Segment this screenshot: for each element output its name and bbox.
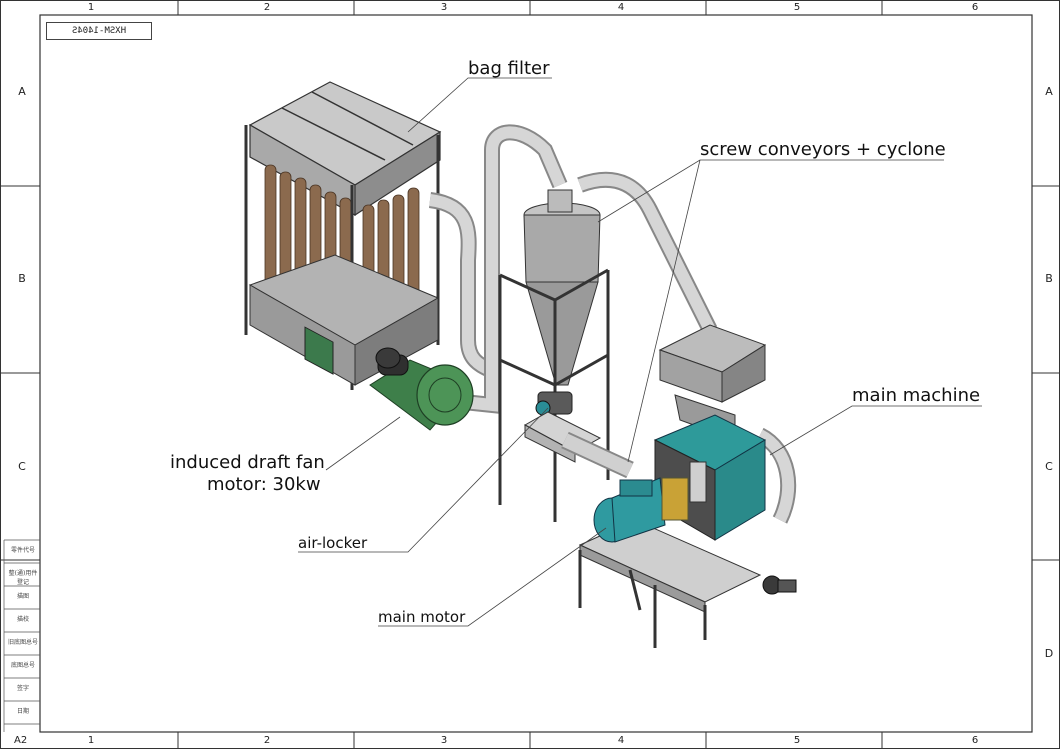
title-block-cell-signature: 签字 — [16, 685, 29, 692]
column-dividers — [177, 0, 883, 749]
col-top-4: 4 — [617, 2, 625, 13]
drawing-code: HXSM-1404S — [46, 22, 152, 40]
row-left-a: A — [18, 85, 26, 98]
title-block-cell-date: 日期 — [16, 708, 29, 715]
callout-main-motor: main motor — [378, 608, 466, 626]
title-block-cell-trace-check: 描校 — [16, 616, 29, 623]
row-left-c: C — [18, 460, 26, 473]
inner-border — [39, 14, 1033, 733]
callout-main-machine: main machine — [852, 385, 981, 406]
title-block-cell-tracing: 描图 — [16, 593, 29, 600]
col-top-3: 3 — [440, 2, 448, 13]
title-block-cell-part-code: 零件代号 — [10, 547, 35, 554]
row-dividers — [0, 185, 1060, 561]
callout-screw-conveyors-cyclone: screw conveyors + cyclone — [700, 139, 946, 160]
callout-induced-draft-fan: induced draft fan — [170, 452, 325, 473]
col-bottom-5: 5 — [793, 735, 801, 746]
title-block — [3, 539, 40, 732]
row-right-b: B — [1045, 272, 1053, 285]
callout-fan-motor-power: motor: 30kw — [207, 474, 321, 495]
leader-fan — [325, 416, 401, 471]
col-bottom-2: 2 — [263, 735, 271, 746]
leader-main-machine — [769, 405, 982, 456]
title-block-cell-base-no: 底图总号 — [10, 662, 35, 669]
callout-bag-filter: bag filter — [468, 58, 550, 79]
col-bottom-6: 6 — [971, 735, 979, 746]
col-bottom-3: 3 — [440, 735, 448, 746]
col-top-2: 2 — [263, 2, 271, 13]
title-block-cell-old-base-no: 旧底图总号 — [7, 639, 38, 646]
row-right-a: A — [1045, 85, 1053, 98]
col-top-5: 5 — [793, 2, 801, 13]
col-top-6: 6 — [971, 2, 979, 13]
col-bottom-4: 4 — [617, 735, 625, 746]
leader-air-locker — [298, 407, 549, 553]
leader-bag-filter — [407, 77, 552, 133]
main-machine — [578, 324, 797, 648]
title-block-cell-register: 整(通)用件登记 — [8, 570, 38, 586]
col-bottom-1: 1 — [87, 735, 95, 746]
leader-lines — [298, 77, 982, 627]
col-top-1: 1 — [87, 2, 95, 13]
row-left-b: B — [18, 272, 26, 285]
row-right-d: D — [1044, 647, 1054, 660]
bag-filter — [244, 81, 442, 390]
cyclone — [498, 189, 610, 522]
induced-draft-fan — [369, 347, 474, 431]
leader-main-motor — [378, 527, 607, 627]
callout-air-locker: air-locker — [298, 534, 368, 552]
sheet-size-label: A2 — [14, 735, 28, 746]
row-right-c: C — [1045, 460, 1053, 473]
